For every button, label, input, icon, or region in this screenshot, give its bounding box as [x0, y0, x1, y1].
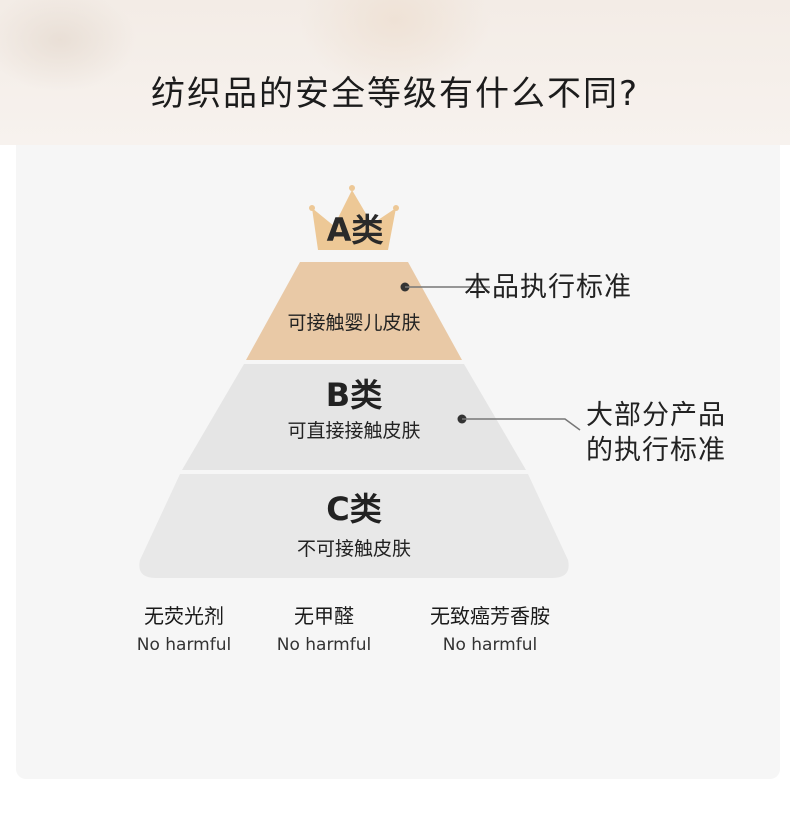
tier-c-shape: [139, 474, 569, 578]
crown-icon: [309, 185, 399, 250]
feature-sublabel: No harmful: [276, 635, 372, 655]
tier-b-letter: B类: [325, 376, 383, 414]
tier-a-description: 可接触婴儿皮肤: [287, 312, 421, 334]
tier-b-shape: [182, 364, 526, 470]
header-photo-background: [0, 0, 790, 145]
tier-a-callout: 本品执行标准: [464, 272, 632, 303]
tier-c-description: 不可接触皮肤: [296, 538, 411, 560]
page-title: 纺织品的安全等级有什么不同?: [150, 74, 640, 114]
feature-label: 无致癌芳香胺: [430, 604, 550, 628]
tier-b-callout-line1: 大部分产品: [586, 400, 726, 431]
feature-no-formaldehyde: 无甲醛 No harmful: [264, 600, 384, 655]
feature-sublabel: No harmful: [442, 635, 538, 655]
tier-b-description: 可直接接触皮肤: [287, 420, 421, 442]
feature-sublabel: No harmful: [136, 635, 232, 655]
feature-label: 无荧光剂: [144, 604, 224, 628]
tier-a-connector: [400, 282, 490, 292]
tier-b-callout-line2: 的执行标准: [586, 435, 726, 466]
tier-b-connector: [457, 414, 581, 431]
tier-b-callout: 大部分产品 的执行标准: [586, 398, 726, 468]
feature-no-fluorescent: 无荧光剂 No harmful: [124, 600, 244, 655]
tier-a-letter: A类: [326, 211, 384, 249]
feature-label: 无甲醛: [294, 604, 354, 628]
tier-c-letter: C类: [326, 490, 382, 528]
feature-no-aromatic-amine: 无致癌芳香胺 No harmful: [410, 600, 570, 655]
